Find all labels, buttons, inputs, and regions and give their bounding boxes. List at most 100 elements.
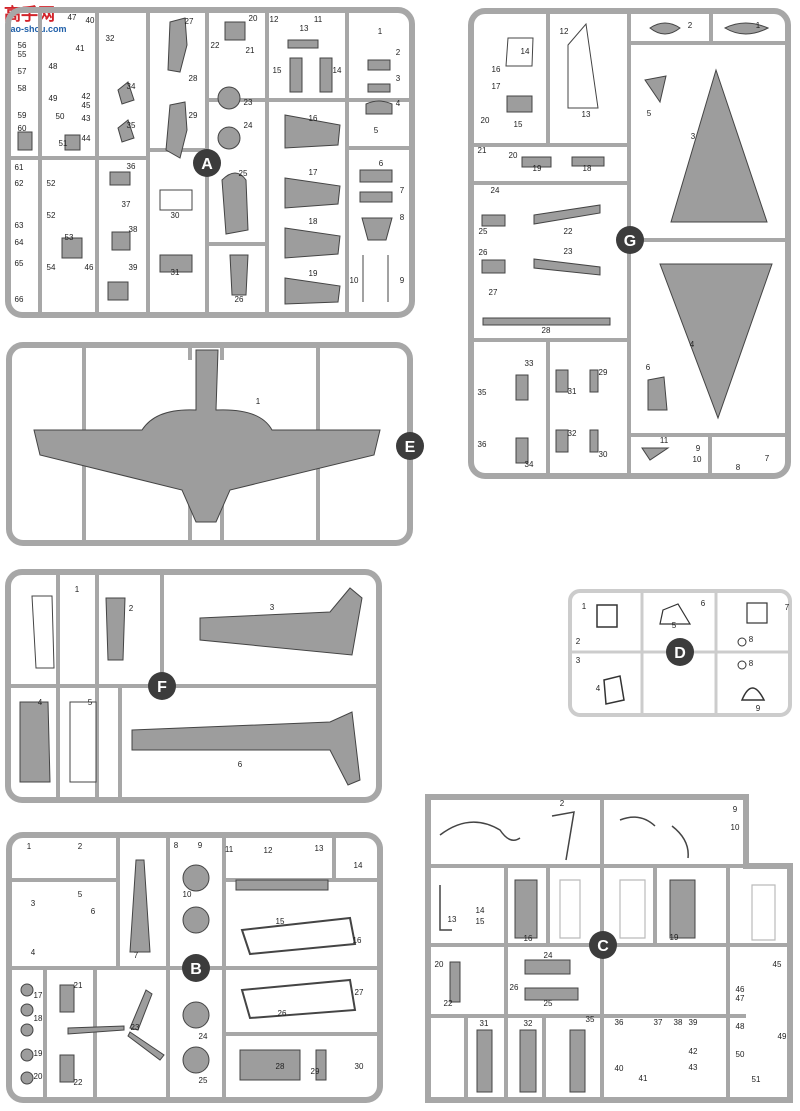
sprue-c-badge-circle — [589, 931, 617, 959]
part-e1-wing — [33, 349, 381, 523]
part-number-label: 5 — [672, 621, 677, 630]
part-number-label: 1 — [582, 602, 587, 611]
part-number-label: 6 — [238, 760, 243, 769]
part-g31 — [555, 369, 569, 393]
part-number-label: 11 — [660, 436, 669, 445]
part-number-label: 31 — [568, 387, 577, 396]
part-number-label: 38 — [674, 1018, 683, 1027]
part-number-label: 16 — [524, 934, 533, 943]
part-number-label: 20 — [249, 14, 258, 23]
part-number-label: 48 — [736, 1022, 745, 1031]
part-b23-propeller — [67, 989, 165, 1061]
part-number-label: 22 — [564, 227, 573, 236]
part-number-label: 28 — [276, 1062, 285, 1071]
part-number-label: 33 — [525, 359, 534, 368]
part-number-label: 56 — [18, 41, 27, 50]
part-number-label: 27 — [489, 288, 498, 297]
sprue-g — [468, 8, 791, 479]
part-d1 — [596, 604, 618, 628]
part-b10-a — [182, 864, 210, 892]
part-number-label: 26 — [278, 1009, 287, 1018]
part-number-label: 18 — [34, 1014, 43, 1023]
sprue-e-part-numbers: 1 — [256, 397, 261, 406]
part-number-label: 4 — [596, 684, 601, 693]
part-number-label: 52 — [47, 179, 56, 188]
part-number-label: 1 — [75, 585, 80, 594]
part-a30 — [159, 189, 193, 211]
part-number-label: 23 — [564, 247, 573, 256]
part-number-label: 3 — [691, 132, 696, 141]
sprue-e-letter: E — [405, 439, 416, 456]
sprue-d-badge-circle — [666, 638, 694, 666]
part-g30 — [589, 429, 599, 453]
sprue-a-letter: A — [201, 156, 213, 173]
part-number-label: 11 — [314, 15, 323, 24]
part-number-label: 34 — [127, 82, 136, 91]
part-number-label: 15 — [476, 917, 485, 926]
part-number-label: 35 — [586, 1015, 595, 1024]
part-number-label: 23 — [244, 98, 253, 107]
part-number-label: 50 — [56, 112, 65, 121]
sprue-g-badge-circle — [616, 226, 644, 254]
part-number-label: 1 — [378, 27, 383, 36]
sprue-a-frame — [5, 7, 415, 318]
part-c-clear-canopies — [559, 879, 646, 939]
part-number-label: 13 — [448, 915, 457, 924]
part-number-label: 24 — [544, 951, 553, 960]
part-number-label: 46 — [736, 985, 745, 994]
part-a36 — [109, 171, 131, 186]
part-c2-c13-wires — [439, 811, 689, 931]
part-number-label: 25 — [199, 1076, 208, 1085]
part-number-label: 16 — [309, 114, 318, 123]
part-a53 — [61, 237, 83, 259]
part-number-label: 3 — [396, 74, 401, 83]
part-g5 — [644, 75, 667, 104]
part-number-label: 42 — [689, 1047, 698, 1056]
part-number-label: 49 — [778, 1032, 787, 1041]
part-a17 — [284, 177, 341, 209]
part-a16 — [284, 114, 341, 149]
part-number-label: 31 — [171, 268, 180, 277]
part-number-label: 10 — [183, 890, 192, 899]
part-g11 — [641, 447, 670, 461]
part-d7 — [746, 602, 768, 624]
part-number-label: 52 — [47, 211, 56, 220]
sprue-g-parts — [481, 22, 773, 464]
part-number-label: 19 — [533, 164, 542, 173]
part-number-label: 14 — [333, 66, 342, 75]
part-number-label: 13 — [315, 844, 324, 853]
part-number-label: 37 — [122, 200, 131, 209]
part-number-label: 25 — [544, 999, 553, 1008]
part-number-label: 7 — [785, 603, 790, 612]
part-number-label: 4 — [690, 340, 695, 349]
part-number-label: 8 — [749, 635, 754, 644]
part-number-label: 13 — [300, 24, 309, 33]
sprue-b-badge: B — [182, 954, 210, 982]
part-number-label: 49 — [49, 94, 58, 103]
sprue-f-badge: F — [148, 672, 176, 700]
part-number-label: 36 — [478, 440, 487, 449]
sprue-b-badge-circle — [182, 954, 210, 982]
part-number-label: 18 — [309, 217, 318, 226]
part-number-label: 19 — [34, 1049, 43, 1058]
part-b20 — [20, 1071, 34, 1085]
part-number-label: 43 — [689, 1063, 698, 1072]
part-number-label: 19 — [670, 933, 679, 942]
sprue-c-badge: C — [589, 931, 617, 959]
part-number-label: 32 — [524, 1019, 533, 1028]
part-a15 — [289, 57, 303, 93]
part-number-label: 2 — [129, 604, 134, 613]
part-number-label: 54 — [47, 263, 56, 272]
part-number-label: 17 — [492, 82, 501, 91]
part-b15-b26-frames — [240, 916, 357, 1020]
part-g3 — [670, 68, 768, 223]
part-number-label: 61 — [15, 163, 24, 172]
part-number-label: 45 — [82, 101, 91, 110]
part-a25 — [221, 172, 249, 235]
sprue-a-badge: A — [193, 149, 221, 177]
sprue-b-letter: B — [190, 961, 202, 978]
part-a60 — [17, 131, 33, 151]
part-number-label: 25 — [479, 227, 488, 236]
part-b24-b — [182, 1046, 210, 1074]
